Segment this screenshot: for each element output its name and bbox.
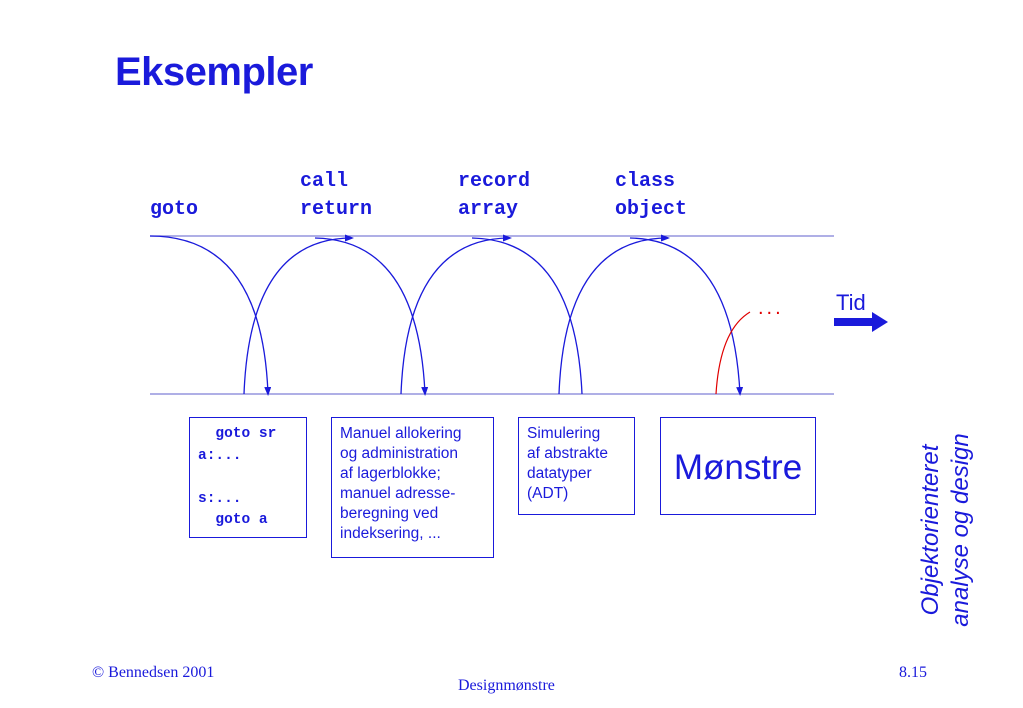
side-caption-line2: analyse og design <box>947 433 974 627</box>
adt-box: Simulering af abstrakte datatyper (ADT) <box>518 417 635 515</box>
arc-class-up <box>558 234 670 395</box>
time-arrow-shaft <box>834 318 874 326</box>
side-caption: Objektorienteret analyse og design <box>916 420 980 640</box>
goto-code-box: goto sr a:... s:... goto a <box>189 417 307 538</box>
arc-record-down <box>471 237 583 395</box>
arc-goto-down <box>149 235 272 396</box>
label-return: return <box>300 198 373 221</box>
label-record: record <box>458 170 531 193</box>
arc-record-up <box>400 234 512 395</box>
label-goto: goto <box>150 198 199 221</box>
footer-title: Designmønstre <box>458 677 555 694</box>
allocation-box: Manuel allokering og administration af l… <box>331 417 494 558</box>
label-array: array <box>458 198 519 221</box>
label-object: object <box>615 198 688 221</box>
time-label: Tid <box>836 290 866 315</box>
label-call: call <box>300 170 349 193</box>
pattern-box: Mønstre <box>660 417 816 515</box>
label-class: class <box>615 170 676 193</box>
arc-call-up <box>243 234 354 395</box>
arc-call-down <box>314 237 429 396</box>
footer-copyright: © Bennedsen 2001 <box>92 664 215 681</box>
continuation-dots: ... <box>758 297 784 319</box>
arc-class-down <box>629 237 744 396</box>
time-arrow-head <box>872 312 888 332</box>
side-caption-line1: Objektorienteret <box>917 444 944 616</box>
arc-continuation <box>715 311 751 395</box>
page-title: Eksempler <box>115 50 313 94</box>
page-number: 8.15 <box>899 664 927 681</box>
